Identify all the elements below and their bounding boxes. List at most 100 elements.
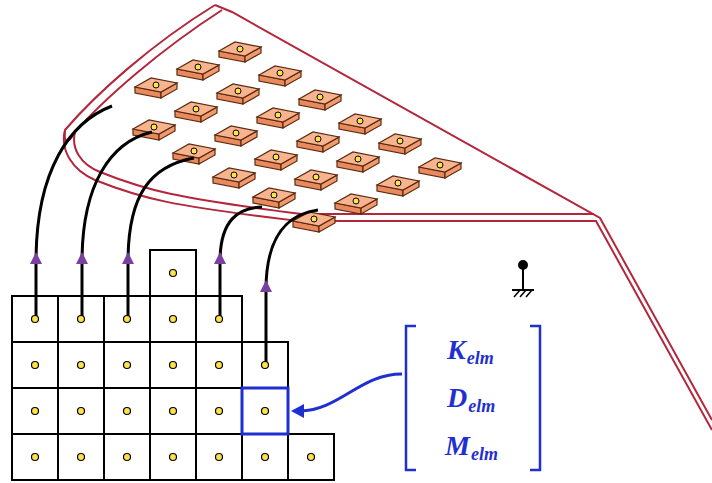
patch-node-dot xyxy=(355,156,361,162)
grid-node-dot xyxy=(78,362,85,369)
patch-node-dot xyxy=(151,124,157,130)
pointer-arrow xyxy=(300,374,402,411)
grid-cell xyxy=(104,434,150,480)
grid-cell xyxy=(242,388,288,434)
grid-cell xyxy=(196,388,242,434)
patch-node-dot xyxy=(271,192,277,198)
piezo-patch xyxy=(219,42,261,56)
matrix-subscript: elm xyxy=(467,349,494,367)
mapping-line xyxy=(128,158,194,316)
mapping-line xyxy=(266,210,318,362)
patch-node-dot xyxy=(437,162,443,168)
matrix-bracket xyxy=(406,326,416,470)
piezo-patch xyxy=(215,126,257,140)
grid-node-dot xyxy=(308,454,315,461)
grid-cell xyxy=(196,434,242,480)
patch-node-dot xyxy=(233,130,239,136)
grid-node-dot xyxy=(78,316,85,323)
grid-cell xyxy=(288,434,334,480)
grid-cell xyxy=(104,342,150,388)
element-grid xyxy=(12,250,334,480)
piezo-patch xyxy=(379,134,421,148)
matrix-subscript: elm xyxy=(468,397,495,415)
grid-cell xyxy=(242,434,288,480)
piezo-patch xyxy=(133,120,175,134)
grid-node-dot xyxy=(216,408,223,415)
piezo-patch xyxy=(419,158,461,172)
patch-node-dot xyxy=(195,64,201,70)
mapping-line xyxy=(82,132,152,316)
grid-cell xyxy=(150,342,196,388)
matrix-symbol: D xyxy=(447,384,467,412)
patch-node-dot xyxy=(153,82,159,88)
grid-cell xyxy=(150,250,196,296)
piezo-patch xyxy=(217,84,259,98)
grid-node-dot xyxy=(170,316,177,323)
matrix-symbol: M xyxy=(445,432,470,460)
piezo-patch xyxy=(339,114,381,128)
pointer-arrowhead xyxy=(291,404,304,418)
grid-node-dot xyxy=(124,362,131,369)
patch-node-dot xyxy=(231,172,237,178)
patch-node-dot xyxy=(275,112,281,118)
piezo-patch xyxy=(297,132,339,146)
grid-node-dot xyxy=(170,454,177,461)
grid-cell xyxy=(12,342,58,388)
ground-symbol xyxy=(520,290,526,297)
piezo-patch xyxy=(257,108,299,122)
piezo-patch xyxy=(377,176,419,190)
piezo-patch xyxy=(213,168,255,182)
grid-node-dot xyxy=(262,408,269,415)
patch-node-dot xyxy=(313,174,319,180)
grid-cell xyxy=(58,342,104,388)
matrix-bracket xyxy=(530,326,540,470)
patch-node-dot xyxy=(277,70,283,76)
patch-node-dot xyxy=(191,148,197,154)
patch-node-dot xyxy=(353,198,359,204)
wing-outline xyxy=(64,5,712,430)
patch-node-dot xyxy=(397,138,403,144)
ground-symbol xyxy=(526,290,532,297)
patch-node-dot xyxy=(273,154,279,160)
grid-cell xyxy=(150,388,196,434)
grid-node-dot xyxy=(216,454,223,461)
ground-symbol xyxy=(514,290,520,297)
purple-arrowhead xyxy=(30,252,42,264)
grid-node-dot xyxy=(216,316,223,323)
grid-node-dot xyxy=(262,454,269,461)
purple-arrowheads xyxy=(30,252,272,292)
grid-node-dot xyxy=(124,408,131,415)
grid-cell xyxy=(104,388,150,434)
grid-node-dot xyxy=(124,454,131,461)
mapping-lines xyxy=(36,106,318,362)
grid-node-dot xyxy=(32,362,39,369)
piezo-patch xyxy=(259,66,301,80)
piezo-patch xyxy=(135,78,177,92)
grid-cell xyxy=(150,434,196,480)
piezo-patch xyxy=(337,152,379,166)
patch-node-dot xyxy=(395,180,401,186)
mapping-line xyxy=(220,207,262,316)
purple-arrowhead xyxy=(260,280,272,292)
grid-node-dot xyxy=(170,362,177,369)
matrix-subscript: elm xyxy=(471,445,498,463)
piezo-patches xyxy=(133,42,461,232)
grid-node-dot xyxy=(32,316,39,323)
grid-cell xyxy=(12,434,58,480)
patch-node-dot xyxy=(311,216,317,222)
piezo-patch xyxy=(177,60,219,74)
grid-node-dot xyxy=(216,362,223,369)
purple-arrowhead xyxy=(76,252,88,264)
ground-symbol xyxy=(512,261,534,297)
wing-outline xyxy=(74,10,594,214)
patch-node-dot xyxy=(315,136,321,142)
piezo-patch xyxy=(255,150,297,164)
wing-outline xyxy=(64,5,712,430)
grid-node-dot xyxy=(32,454,39,461)
grid-node-dot xyxy=(124,316,131,323)
patch-node-dot xyxy=(357,118,363,124)
grid-cell xyxy=(150,296,196,342)
ground-symbol xyxy=(519,261,527,269)
